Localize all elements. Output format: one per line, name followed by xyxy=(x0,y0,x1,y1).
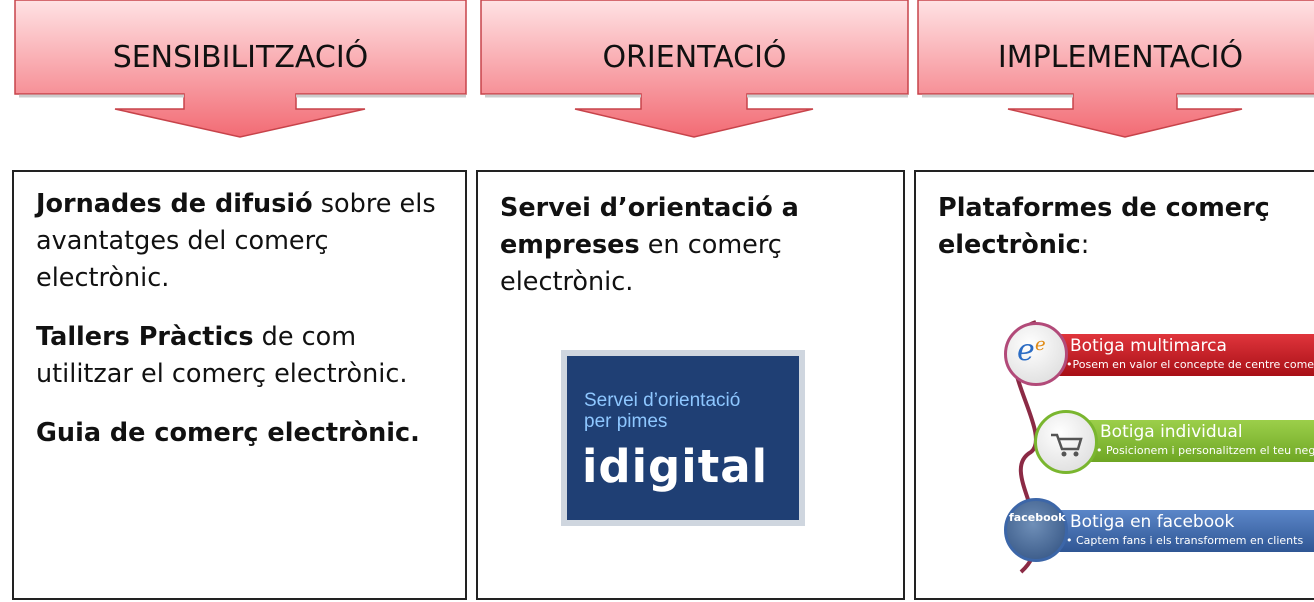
platform-individual: Botiga individual • Posicionem i persona… xyxy=(1086,420,1314,462)
bold-text: Guia de comerç electrònic. xyxy=(36,418,420,448)
facebook-icon: facebook xyxy=(1004,498,1068,562)
arrow-orientacio: ORIENTACIÓ xyxy=(480,0,909,140)
logo-line: per pimes xyxy=(584,411,668,432)
paragraph-plataformes: Plataformes de comerç electrònic: xyxy=(938,190,1310,264)
logo-tagline: Servei d’orientació per pimes xyxy=(584,390,740,432)
paragraph-guia: Guia de comerç electrònic. xyxy=(36,415,451,452)
svg-text:e: e xyxy=(1017,333,1035,368)
logo-line: Servei d’orientació xyxy=(584,390,741,411)
box-implementacio: Plataformes de comerç electrònic: Botiga… xyxy=(914,170,1314,600)
platform-title: Botiga multimarca xyxy=(1070,336,1227,356)
shopping-cart-icon xyxy=(1034,410,1098,474)
box-text: Jornades de difusió sobre els avantatges… xyxy=(36,186,451,474)
paragraph-tallers: Tallers Pràctics de com utilitzar el com… xyxy=(36,319,451,393)
svg-text:e: e xyxy=(1035,334,1046,355)
bold-text: Jornades de difusió xyxy=(36,189,313,219)
stage-label: ORIENTACIÓ xyxy=(602,40,787,75)
arrow-sensibilitzacio: SENSIBILITZACIÓ xyxy=(14,0,467,140)
facebook-label: facebook xyxy=(1009,511,1066,524)
body-text: : xyxy=(1080,230,1090,260)
bold-text: Tallers Pràctics xyxy=(36,322,254,352)
paragraph-servei: Servei d’orientació a empreses en comerç… xyxy=(500,190,889,301)
body-text: de com utilitzar el comerç electrònic. xyxy=(36,322,408,389)
stage-label: SENSIBILITZACIÓ xyxy=(112,40,369,75)
box-orientacio: Servei d’orientació a empreses en comerç… xyxy=(476,170,905,600)
body-text: sobre els avantatges del comerç electròn… xyxy=(36,189,436,293)
arrow-shape xyxy=(480,0,909,138)
platform-multimarca: Botiga multimarca •Posem en valor el con… xyxy=(1056,334,1314,376)
platform-facebook: Botiga en facebook • Captem fans i els t… xyxy=(1056,510,1314,552)
arrow-implementacio: IMPLEMENTACIÓ xyxy=(917,0,1314,140)
body-text: en comerç electrònic. xyxy=(500,230,782,297)
logo-brand: idigital xyxy=(582,440,769,493)
platform-desc: •Posem en valor el concepte de centre co… xyxy=(1066,358,1314,371)
arrow-shape xyxy=(14,0,467,138)
bold-text: Plataformes de comerç electrònic xyxy=(938,193,1270,260)
arrow-shape xyxy=(917,0,1314,138)
box-text: Plataformes de comerç electrònic: xyxy=(938,190,1310,286)
platform-desc: • Captem fans i els transformem en clien… xyxy=(1066,534,1304,547)
paragraph-jornades: Jornades de difusió sobre els avantatges… xyxy=(36,186,451,297)
stage-label: IMPLEMENTACIÓ xyxy=(997,40,1244,75)
idigital-logo: Servei d’orientació per pimes idigital xyxy=(561,350,805,526)
box-text: Servei d’orientació a empreses en comerç… xyxy=(500,190,889,323)
box-sensibilitzacio: Jornades de difusió sobre els avantatges… xyxy=(12,170,467,600)
platform-title: Botiga en facebook xyxy=(1070,512,1235,532)
platform-title: Botiga individual xyxy=(1100,422,1243,442)
platform-desc: • Posicionem i personalitzem el teu neg xyxy=(1096,444,1314,457)
bold-text: Servei d’orientació a empreses xyxy=(500,193,799,260)
